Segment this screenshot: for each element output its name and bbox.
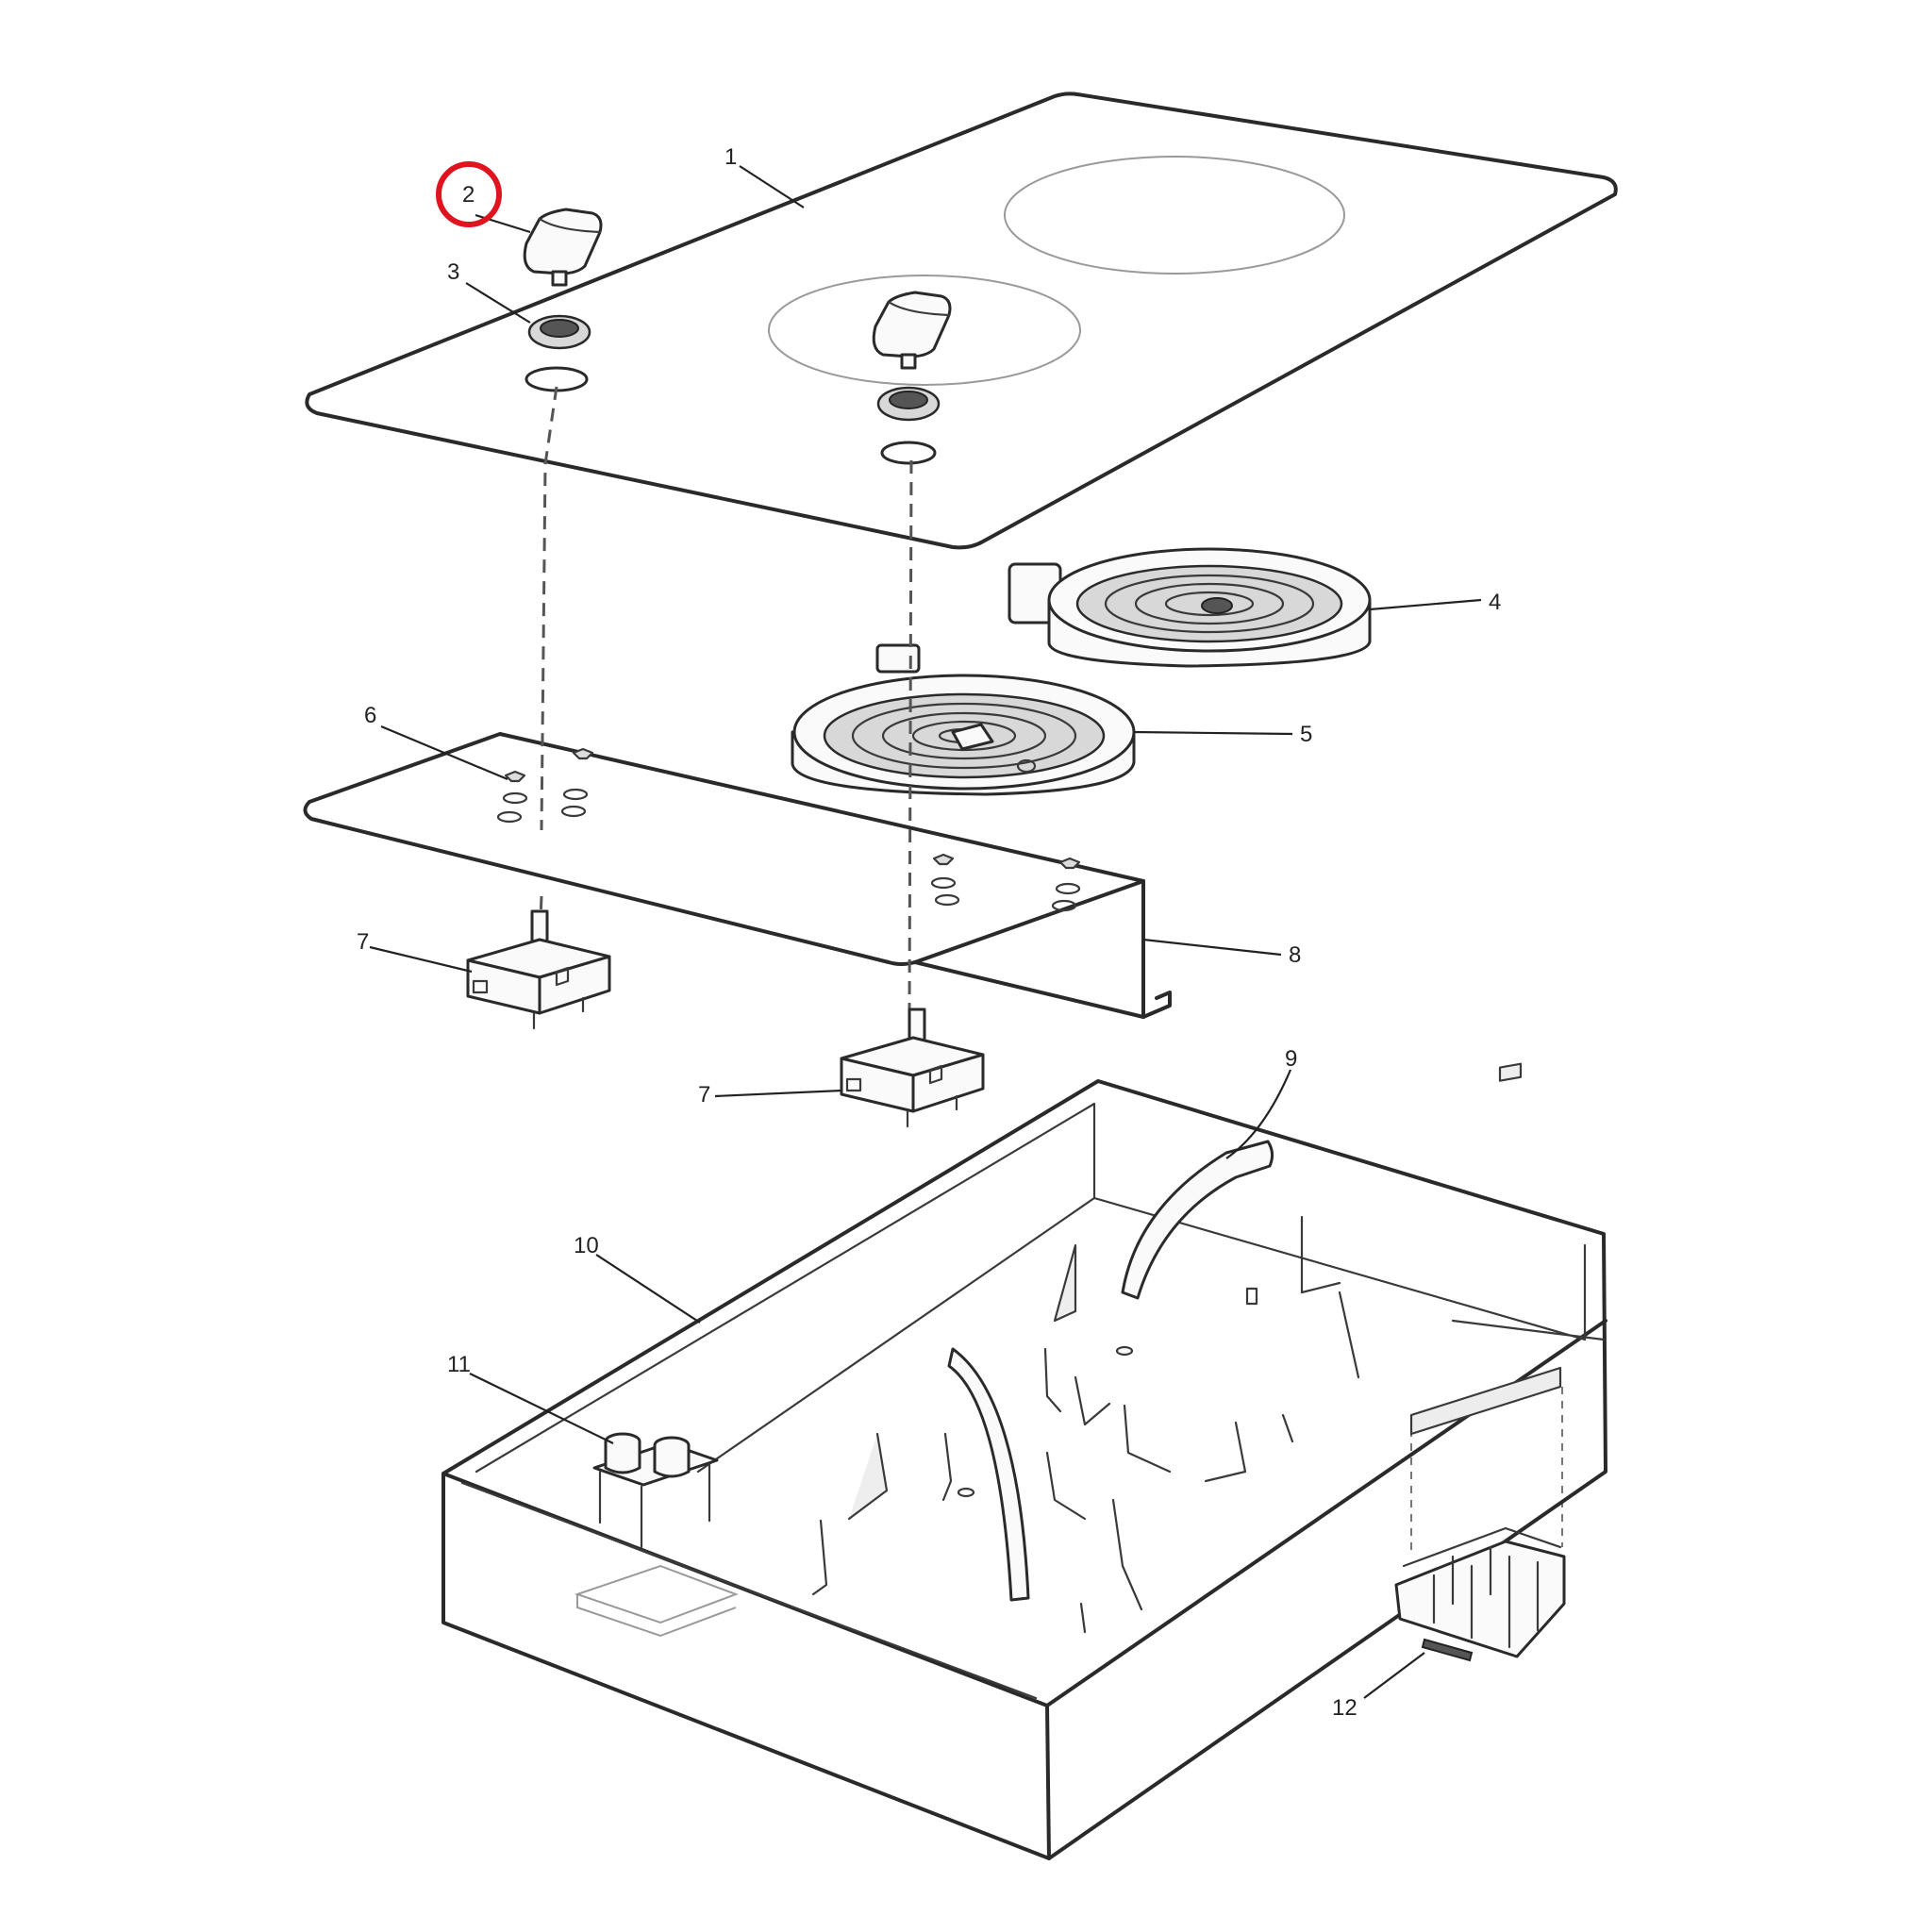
large-burner-ring [1004,156,1345,275]
small-burner-ring [768,275,1081,386]
highlight-circle [436,161,502,227]
callout-12: 12 [1332,1695,1357,1721]
energy-regulator-right [840,1008,985,1128]
radiant-element-large [1008,547,1372,668]
internal-clips [811,1215,1360,1634]
callout-2: 2 [462,182,475,208]
callout-6: 6 [364,703,376,728]
callout-7-left: 7 [357,929,369,955]
connector-block [1394,1526,1566,1662]
screw-set-left [496,747,594,824]
cable-harness [947,1140,1274,1602]
callout-numbers: 1 2 3 4 5 6 7 7 8 9 10 11 12 [357,144,1501,1721]
callout-8: 8 [1289,942,1301,968]
control-knob-right [872,291,952,370]
glass-cooktop-plate [305,92,1618,550]
alignment-guides [538,386,1563,1557]
callout-4: 4 [1489,590,1501,615]
callout-5: 5 [1300,722,1312,747]
callout-9: 9 [1285,1046,1297,1072]
terminal-block [574,1432,739,1638]
leader-lines [369,165,1482,1699]
screw-set-right [930,853,1081,912]
base-housing [441,1062,1607,1860]
callout-10: 10 [574,1233,599,1258]
radiant-element-small [791,643,1136,796]
front-bracket-panel [303,732,1172,1019]
callout-7-right: 7 [698,1082,710,1108]
callout-1: 1 [724,144,737,170]
energy-regulator-left [466,909,611,1030]
control-knob-left [523,208,603,287]
callout-3: 3 [447,259,459,285]
knob-bezel-left [525,314,591,392]
callout-11: 11 [447,1352,471,1377]
knob-bezel-right [876,386,941,465]
